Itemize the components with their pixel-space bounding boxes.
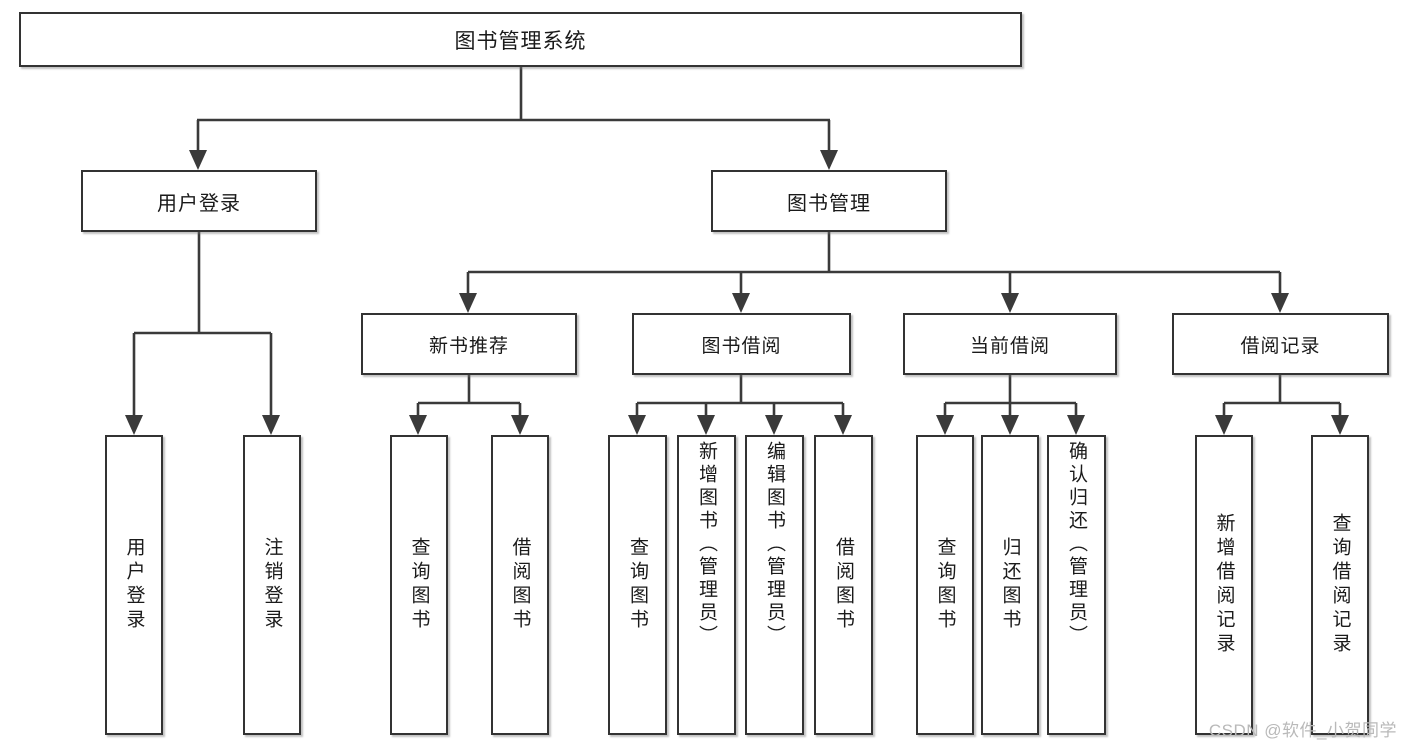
arrow-leaf-user-login	[125, 415, 143, 435]
node-new-book-recommend-label: 新书推荐	[428, 335, 509, 357]
leaf-bb-add-book-admin-label: 新增图书（管理员）	[696, 441, 717, 648]
arrow-cb-leaf3	[1067, 415, 1085, 435]
leaf-logout-label: 注销登录	[261, 537, 283, 633]
node-new-book-recommend[interactable]: 新书推荐	[361, 313, 577, 375]
arrow-cb-leaf2	[1001, 415, 1019, 435]
leaf-nbr-borrow-book-label: 借阅图书	[509, 537, 531, 633]
leaf-bb-query-book[interactable]: 查询图书	[608, 435, 667, 735]
leaf-br-query-record-label: 查询借阅记录	[1329, 513, 1351, 657]
leaf-bb-edit-book-admin[interactable]: 编辑图书（管理员）	[745, 435, 804, 735]
node-book-borrow-label: 图书借阅	[701, 335, 782, 357]
arrow-user-login	[189, 150, 207, 170]
arrow-bb-leaf2	[697, 415, 715, 435]
node-root-label: 图书管理系统	[454, 29, 587, 53]
node-root[interactable]: 图书管理系统	[19, 12, 1022, 67]
arrow-book-borrow	[732, 293, 750, 313]
node-user-login-label: 用户登录	[157, 192, 241, 215]
node-current-borrow-label: 当前借阅	[969, 335, 1050, 357]
leaf-br-add-record-label: 新增借阅记录	[1213, 513, 1235, 657]
leaf-bb-borrow-book[interactable]: 借阅图书	[814, 435, 873, 735]
arrow-nbr-leaf2	[511, 415, 529, 435]
leaf-nbr-borrow-book[interactable]: 借阅图书	[491, 435, 549, 735]
node-book-management[interactable]: 图书管理	[711, 170, 947, 232]
leaf-cb-query-book[interactable]: 查询图书	[916, 435, 974, 735]
leaf-nbr-query-book[interactable]: 查询图书	[390, 435, 448, 735]
arrow-bb-leaf3	[765, 415, 783, 435]
leaf-bb-borrow-book-label: 借阅图书	[833, 537, 854, 633]
arrow-leaf-logout	[262, 415, 280, 435]
leaf-nbr-query-book-label: 查询图书	[408, 537, 430, 633]
node-borrow-record[interactable]: 借阅记录	[1172, 313, 1389, 375]
leaf-bb-add-book-admin[interactable]: 新增图书（管理员）	[677, 435, 736, 735]
arrow-current-borrow	[1001, 293, 1019, 313]
arrow-cb-leaf1	[936, 415, 954, 435]
leaf-cb-return-book[interactable]: 归还图书	[981, 435, 1039, 735]
arrow-br-leaf1	[1215, 415, 1233, 435]
node-user-login[interactable]: 用户登录	[81, 170, 317, 232]
leaf-cb-return-book-label: 归还图书	[999, 537, 1021, 633]
leaf-cb-query-book-label: 查询图书	[934, 537, 956, 633]
leaf-cb-confirm-return-admin-label: 确认归还（管理员）	[1066, 441, 1087, 648]
leaf-br-query-record[interactable]: 查询借阅记录	[1311, 435, 1369, 735]
leaf-user-login-label: 用户登录	[123, 537, 145, 633]
node-book-borrow[interactable]: 图书借阅	[632, 313, 851, 375]
arrow-bb-leaf1	[628, 415, 646, 435]
arrow-bb-leaf4	[834, 415, 852, 435]
arrow-br-leaf2	[1331, 415, 1349, 435]
arrow-new-book-recommend	[459, 293, 477, 313]
leaf-bb-edit-book-admin-label: 编辑图书（管理员）	[764, 441, 785, 648]
leaf-br-add-record[interactable]: 新增借阅记录	[1195, 435, 1253, 735]
watermark-text: CSDN @软件_小贺同学	[1208, 721, 1397, 740]
arrow-nbr-leaf1	[409, 415, 427, 435]
arrow-borrow-record	[1271, 293, 1289, 313]
node-book-management-label: 图书管理	[787, 192, 871, 215]
arrow-book-mgmt	[820, 150, 838, 170]
node-current-borrow[interactable]: 当前借阅	[903, 313, 1117, 375]
leaf-bb-query-book-label: 查询图书	[627, 537, 648, 633]
leaf-user-login[interactable]: 用户登录	[105, 435, 163, 735]
node-borrow-record-label: 借阅记录	[1240, 335, 1321, 357]
leaf-cb-confirm-return-admin[interactable]: 确认归还（管理员）	[1047, 435, 1106, 735]
leaf-logout[interactable]: 注销登录	[243, 435, 301, 735]
